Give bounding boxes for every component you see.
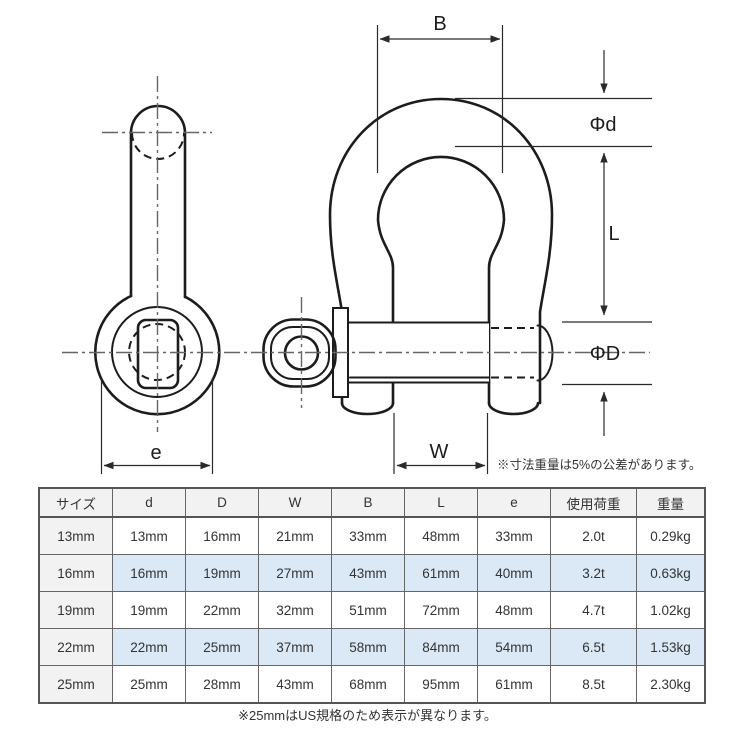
size-cell: 22mm [38,628,113,666]
value-cell: 8.5t [550,665,637,704]
column-header-1: d [112,487,186,518]
dim-label-W: W [430,441,449,463]
value-cell: 25mm [185,628,259,666]
value-cell: 1.53kg [636,628,706,666]
dim-label-B: B [433,13,446,35]
value-cell: 16mm [112,554,186,592]
size-cell: 25mm [38,665,113,704]
value-cell: 6.5t [550,628,637,666]
value-cell: 19mm [112,591,186,629]
shackle-dimension-drawing: B Φd L ΦD W e ※寸法重量は5%の公差 [62,13,701,474]
value-cell: 43mm [331,554,405,592]
column-header-8: 重量 [636,487,706,518]
value-cell: 28mm [185,665,259,704]
value-cell: 13mm [112,516,186,555]
dim-label-e: e [150,442,161,464]
column-header-7: 使用荷重 [550,487,637,518]
value-cell: 0.29kg [636,516,706,555]
column-header-2: D [185,487,259,518]
value-cell: 72mm [404,591,478,629]
value-cell: 1.02kg [636,591,706,629]
value-cell: 2.30kg [636,665,706,704]
column-header-0: サイズ [38,487,113,518]
value-cell: 4.7t [550,591,637,629]
value-cell: 37mm [258,628,332,666]
value-cell: 68mm [331,665,405,704]
value-cell: 58mm [331,628,405,666]
tolerance-note: ※寸法重量は5%の公差があります。 [497,457,701,472]
table-footnote: ※25mmはUS規格のため表示が異なります。 [238,708,497,723]
value-cell: 43mm [258,665,332,704]
value-cell: 61mm [404,554,478,592]
dimensions: B Φd L ΦD W e ※寸法重量は5%の公差 [100,13,701,474]
value-cell: 32mm [258,591,332,629]
dim-label-phi-D: ΦD [590,343,620,365]
value-cell: 27mm [258,554,332,592]
value-cell: 21mm [258,516,332,555]
value-cell: 33mm [331,516,405,555]
size-cell: 19mm [38,591,113,629]
value-cell: 22mm [112,628,186,666]
value-cell: 22mm [185,591,259,629]
value-cell: 0.63kg [636,554,706,592]
value-cell: 48mm [477,591,551,629]
value-cell: 61mm [477,665,551,704]
dim-label-L: L [608,223,619,245]
value-cell: 33mm [477,516,551,555]
column-header-6: e [477,487,551,518]
column-header-3: W [258,487,332,518]
value-cell: 54mm [477,628,551,666]
value-cell: 84mm [404,628,478,666]
centerlines [62,76,650,432]
value-cell: 3.2t [550,554,637,592]
value-cell: 48mm [404,516,478,555]
column-header-5: L [404,487,478,518]
column-header-4: B [331,487,405,518]
value-cell: 19mm [185,554,259,592]
size-cell: 13mm [38,516,113,555]
size-cell: 16mm [38,554,113,592]
value-cell: 25mm [112,665,186,704]
dim-label-phi-d: Φd [589,114,616,136]
value-cell: 95mm [404,665,478,704]
value-cell: 2.0t [550,516,637,555]
value-cell: 40mm [477,554,551,592]
value-cell: 51mm [331,591,405,629]
value-cell: 16mm [185,516,259,555]
